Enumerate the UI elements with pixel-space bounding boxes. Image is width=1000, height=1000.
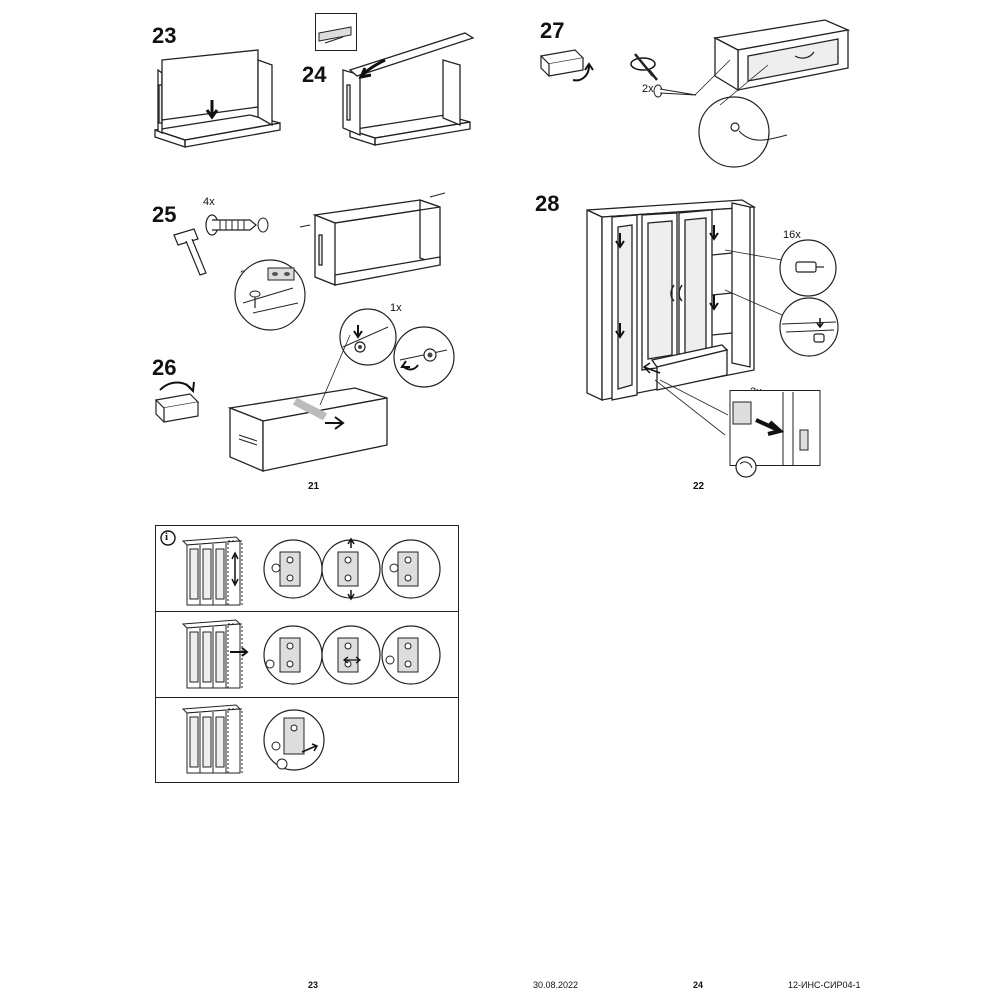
screwdriver-icon: [630, 53, 658, 81]
step-27-detail-circle: [698, 96, 788, 168]
footer-page-number-23: 23: [308, 980, 319, 990]
step-28-number: 28: [535, 191, 560, 216]
step-26-illustration: [227, 387, 388, 472]
dowel-icon: [205, 214, 269, 236]
hinge-detail-circle: [381, 625, 441, 685]
step-27-number: 27: [540, 18, 565, 43]
step-28-shelf-pin-quantity: 16x: [783, 229, 801, 241]
info-icon-glyph: i: [165, 531, 169, 543]
page-number-22: 22: [693, 481, 705, 492]
hinge-detail-circle: [263, 625, 323, 685]
screw-icon: [653, 84, 697, 98]
wardrobe-thumbnail: [181, 619, 249, 689]
step-28-detail-circle-b: [779, 297, 839, 357]
step-26-quantity: 1x: [390, 302, 402, 314]
step-26-leader-lines: [319, 334, 351, 406]
info-row-depth-adjustment: [156, 612, 458, 698]
step-24-illustration: [342, 32, 475, 146]
step-25-detail-circle: [234, 259, 306, 331]
step-23-illustration: [154, 49, 281, 148]
step-26-number: 26: [152, 355, 177, 380]
step-28-drawer-rail-detail: [729, 390, 821, 478]
step-24-number: 24: [302, 62, 327, 87]
footer-document-code: 12-ИНС-СИР04-1: [788, 980, 861, 990]
hinge-detail-circle: [321, 625, 381, 685]
step-26-detail-circle-b: [393, 326, 455, 388]
hinge-detail-circle: [263, 539, 323, 599]
footer-page-number-24: 24: [693, 980, 704, 990]
hinge-detail-circle: [321, 537, 381, 601]
step-25-number: 25: [152, 202, 177, 227]
step-24-detail-inset: [315, 13, 357, 51]
step-26-detail-circle-a: [339, 308, 397, 366]
step-28-detail-circle-a: [779, 239, 837, 297]
hinge-detail-circle: [263, 709, 325, 771]
door-adjustment-info-box: [155, 525, 459, 783]
footer-date: 30.08.2022: [533, 980, 579, 990]
step-28-rail-leader: [654, 379, 729, 436]
info-icon: [160, 530, 176, 546]
step-28-leader-lines: [724, 249, 783, 316]
step-23-number: 23: [152, 23, 177, 48]
flip-drawer-icon: [154, 381, 200, 423]
info-row-vertical-adjustment: [156, 526, 458, 612]
step-25-illustration: [299, 192, 446, 286]
page-number-21: 21: [308, 481, 320, 492]
hammer-icon: [173, 228, 207, 276]
hinge-detail-circle: [381, 539, 441, 599]
step-27-leader-lines: [694, 59, 769, 106]
step-25-dowel-quantity: 4x: [203, 196, 215, 208]
wardrobe-thumbnail: [181, 536, 243, 606]
step-27-illustration: [712, 19, 851, 92]
wardrobe-thumbnail: [181, 704, 243, 774]
step-28-wardrobe-illustration: [586, 199, 757, 402]
flip-drawer-icon: [539, 49, 594, 82]
step-27-screw-quantity: 2x: [642, 83, 654, 95]
